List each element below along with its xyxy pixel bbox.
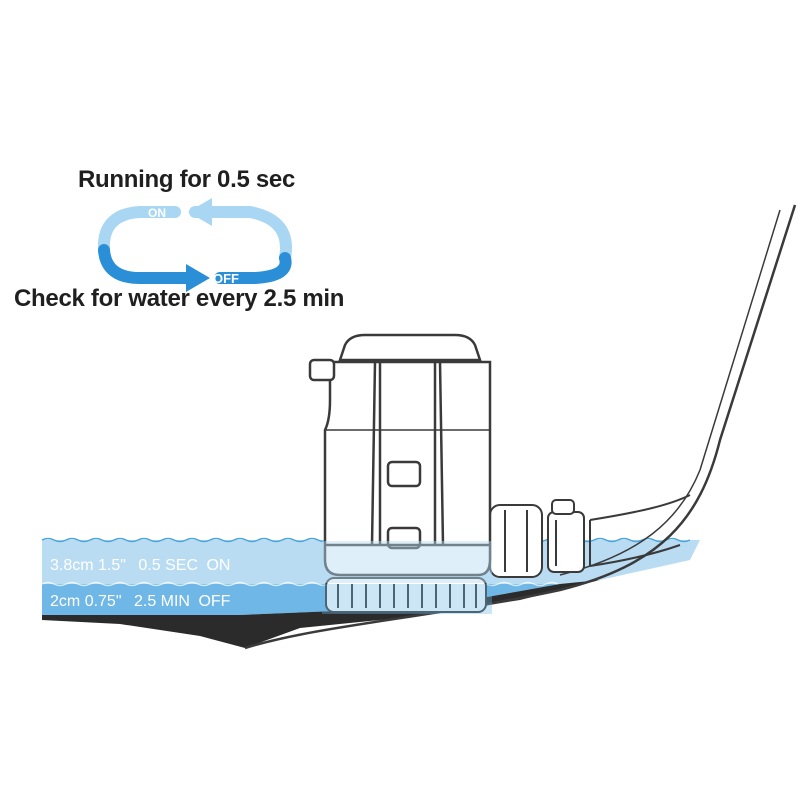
check-caption: Check for water every 2.5 min [14,285,345,312]
pump-base-grille [325,577,487,613]
hull-inner-line [559,209,781,576]
on-arrow [189,206,292,264]
off-arrow [98,244,196,284]
level-on-in: 1.5" [98,557,126,574]
hull-outline [244,204,797,650]
running-caption: Running for 0.5 sec [78,166,296,193]
level-off-cm: 2cm [50,593,80,610]
water-overlay-lower [322,584,492,614]
level-off-label: 2cm 0.75" 2.5 MIN OFF [50,593,231,610]
level-on-state: ON [206,557,230,574]
level-off-duration: 2.5 MIN [134,593,190,610]
off-label: OFF [213,271,239,286]
hose-clamp [547,499,585,573]
level-off-state: OFF [198,593,230,610]
on-label: ON [148,206,166,220]
level-on-label: 3.8cm 1.5" 0.5 SEC ON [50,557,230,574]
cycle-loop: ON OFF [97,198,292,292]
level-on-duration: 0.5 SEC [138,557,198,574]
hull-bottom [42,580,600,648]
pump [308,333,492,577]
water-overlay-upper [322,541,492,583]
level-off-in: 0.75" [85,593,122,610]
level-on-cm: 3.8cm [50,557,94,574]
outlet-fitting [489,504,543,578]
outlet-hose [589,494,691,567]
